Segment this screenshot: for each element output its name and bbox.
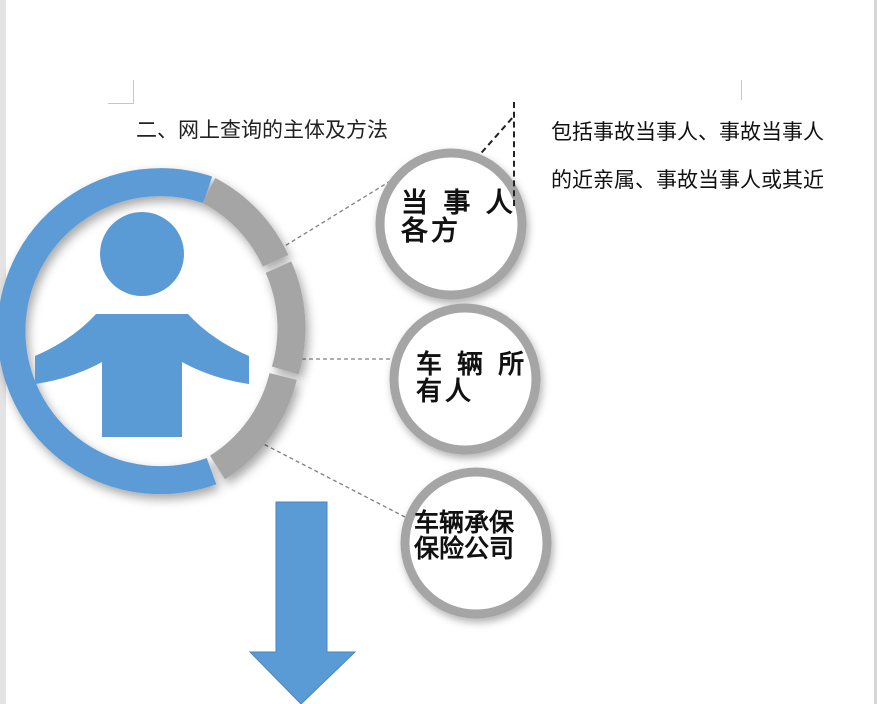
main-ring [0,168,306,495]
label-line: 保险公司 [414,534,515,564]
circle-parties [375,148,527,300]
circle-insurer [400,467,552,619]
label-vehicle-owner: 车 辆 所 有人 [416,350,528,408]
label-parties: 当 事 人 各方 [401,188,516,248]
label-line: 各方 [401,216,461,248]
margin-corner-mark [133,80,134,104]
callout-leader [474,115,515,161]
callout-text-line: 的近亲属、事故当事人或其近 [551,168,824,192]
label-line: 车辆承保 [414,508,515,537]
margin-corner-mark [741,80,742,100]
label-insurer: 车辆承保 保险公司 [414,508,515,564]
label-line: 有人 [416,377,475,408]
callout-box: 包括事故当事人、事故当事人 的近亲属、事故当事人或其近 [541,108,861,204]
person-icon [35,212,249,437]
connector-lines [245,179,406,518]
page-edge-right [874,0,877,704]
section-heading: 二、网上查询的主体及方法 [136,118,388,142]
callout-border [513,102,515,206]
label-line: 当 事 人 [401,188,516,219]
label-line: 车 辆 所 [416,350,528,380]
arrow-down-icon [248,501,357,704]
callout-text-line: 包括事故当事人、事故当事人 [551,120,824,144]
margin-corner-mark [108,103,134,104]
circle-owner [389,303,541,455]
